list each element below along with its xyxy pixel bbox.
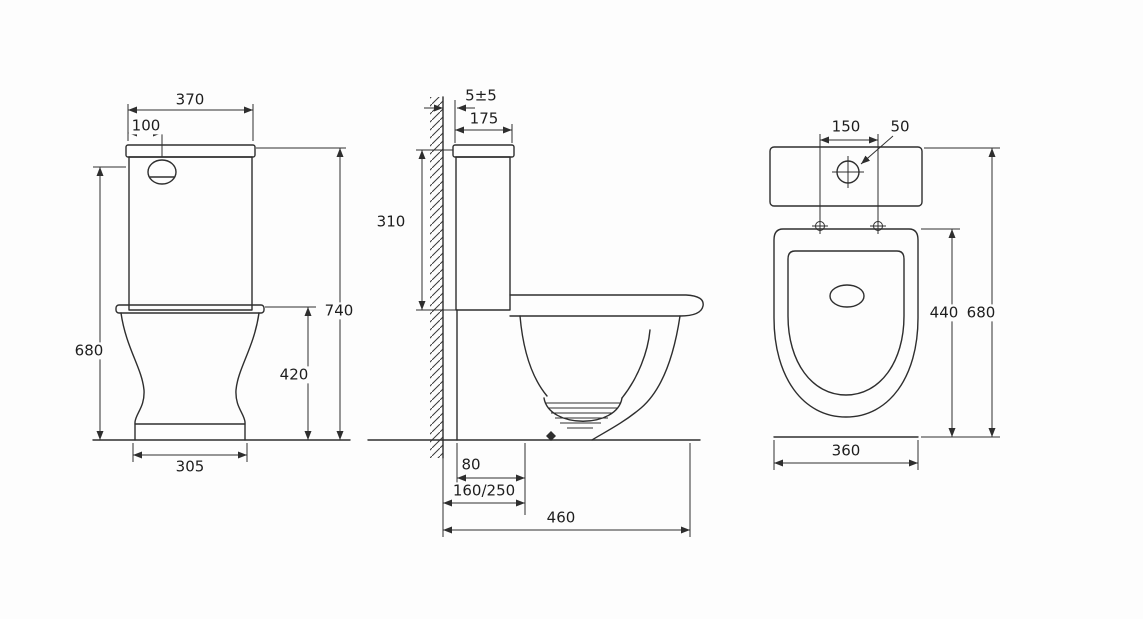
tank-body-front xyxy=(128,156,253,311)
top-view-object xyxy=(769,146,923,438)
seat-outline-outer xyxy=(773,228,919,418)
side-view-object xyxy=(367,96,704,459)
sump-outline xyxy=(543,397,623,422)
dim-label-front-tank-width: 370 xyxy=(172,91,208,109)
dim-label-top-overall-width: 360 xyxy=(828,442,864,460)
front-view-object xyxy=(92,144,351,441)
dim-label-side-wall-gap: 5±5 xyxy=(462,87,500,105)
mounting-hole-right xyxy=(870,218,886,234)
dim-label-side-rough-in: 160/250 xyxy=(449,482,519,500)
seat-outline-inner xyxy=(787,250,905,396)
trap-inlet-line xyxy=(519,315,548,397)
outlet-diamond-marker xyxy=(546,431,556,441)
dim-label-front-height-to-inlet: 680 xyxy=(71,342,107,360)
dim-label-top-hole-spacing: 150 xyxy=(828,118,864,136)
pedestal-front xyxy=(120,312,260,441)
tank-body-side xyxy=(455,156,511,311)
tank-lid-front xyxy=(125,144,256,158)
seat-edge-front xyxy=(115,304,265,314)
top-view xyxy=(769,134,1000,470)
inlet-valve-front xyxy=(147,159,177,185)
side-view-dimensions xyxy=(416,100,691,537)
front-view-dimensions xyxy=(93,104,346,462)
mounting-hole-left xyxy=(812,218,828,234)
bowl-profile-side xyxy=(456,309,681,441)
dim-label-front-overall-height: 740 xyxy=(321,302,357,320)
dim-label-top-overall-length: 680 xyxy=(963,304,999,322)
dim-label-front-inlet-offset: 100 xyxy=(128,117,164,135)
wall-hatch xyxy=(430,97,443,458)
dim-label-side-outlet-offset: 80 xyxy=(458,456,484,474)
trap-weir-line xyxy=(621,329,651,399)
side-view xyxy=(367,96,704,537)
seat-cover-profile xyxy=(509,294,704,317)
water-hatch xyxy=(546,402,620,429)
dim-label-front-base-width: 305 xyxy=(172,458,208,476)
dim-label-top-hole-diameter: 50 xyxy=(887,118,913,136)
dim-label-side-tank-height: 310 xyxy=(373,213,409,231)
dim-label-side-tank-depth: 175 xyxy=(466,110,502,128)
tank-lid-side xyxy=(452,144,515,158)
dim-label-top-seat-length: 440 xyxy=(926,304,962,322)
dim-label-side-overall-depth: 460 xyxy=(543,509,579,527)
front-view xyxy=(92,104,351,462)
dim-label-front-rim-height: 420 xyxy=(276,366,312,384)
top-view-dimensions xyxy=(773,134,1000,470)
bowl-center-oval xyxy=(829,284,865,308)
tank-top-view xyxy=(769,146,923,207)
